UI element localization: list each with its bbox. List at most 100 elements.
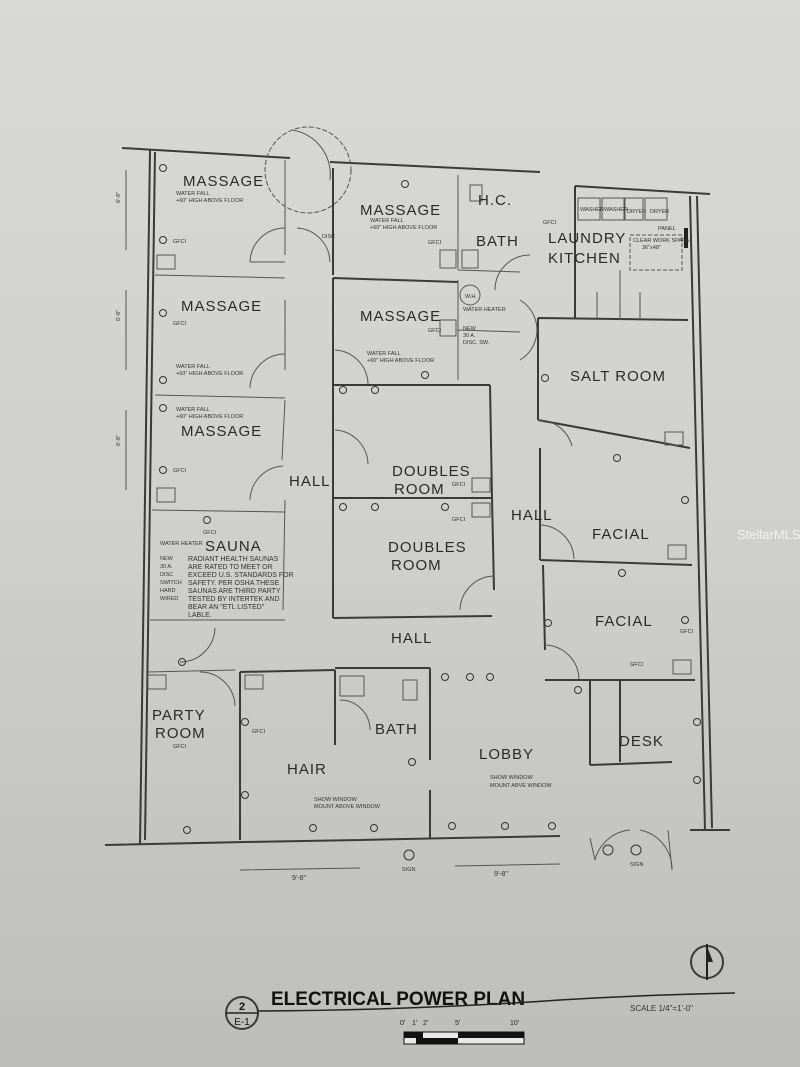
note: WATER HEATER	[160, 541, 203, 547]
room-label: MASSAGE	[183, 173, 264, 190]
scale-tick: 5'	[455, 1020, 460, 1027]
dimension-label: 6'-8"	[116, 310, 122, 321]
room-label: DOUBLES	[388, 539, 467, 556]
outlets	[159, 164, 701, 861]
note: GFCI	[452, 482, 466, 488]
room-label: ROOM	[391, 557, 442, 574]
note: +60" HIGH ABOVE FLOOR	[176, 198, 243, 204]
outlet-icon	[159, 376, 167, 384]
dimension-label: 6'-8"	[116, 192, 122, 203]
room-label: SAUNA	[205, 538, 262, 555]
note: 30 A.	[463, 333, 476, 339]
note: BEAR AN "ETL LISTED"	[188, 604, 265, 611]
room-label: DOUBLES	[392, 463, 471, 480]
outlet-icon	[241, 718, 249, 726]
room-label: LOBBY	[479, 746, 534, 763]
outlet-icon	[339, 503, 347, 511]
note: GFCI	[428, 328, 442, 334]
room-label: HAIR	[287, 761, 327, 778]
fixtures	[147, 184, 692, 701]
outlet-icon	[421, 371, 429, 379]
room-label: MASSAGE	[181, 298, 262, 315]
note: W.H.	[465, 294, 477, 300]
note: EXCEED U.S. STANDARDS FOR	[188, 572, 294, 579]
outlet-icon	[159, 466, 167, 474]
note: GFCI	[252, 729, 266, 735]
outlet-icon	[408, 758, 416, 766]
outlet-icon	[441, 673, 449, 681]
note: GFCI	[428, 240, 442, 246]
outlet-icon	[501, 822, 509, 830]
outlet-icon	[466, 673, 474, 681]
note: SIGN	[402, 867, 415, 873]
outlet-icon	[159, 164, 167, 172]
room-label: FACIAL	[592, 526, 650, 543]
note: WASHER	[580, 207, 604, 213]
note: ARE RATED TO MEET OR	[188, 564, 273, 571]
note: GFCI	[173, 321, 187, 327]
note: GFCI	[543, 220, 557, 226]
note: SAFETY. PER OSHA THESE	[188, 580, 279, 587]
outlet-icon	[448, 822, 456, 830]
dimension-label: 6'-8"	[116, 435, 122, 446]
outlet-icon	[370, 824, 378, 832]
room-label: ROOM	[155, 725, 206, 742]
note: DRYER	[627, 209, 646, 215]
outlet-icon	[178, 658, 186, 666]
note: +60" HIGH ABOVE FLOOR	[370, 225, 437, 231]
outlet-icon	[693, 718, 701, 726]
note: MOUNT ABVE WINDOW	[490, 783, 552, 789]
note: WATER FALL	[367, 351, 401, 357]
note: SAUNAS ARE THIRD PARTY	[188, 588, 281, 595]
outlet-icon	[618, 569, 626, 577]
room-label: HALL	[289, 473, 331, 490]
room-label: HALL	[391, 630, 433, 647]
outlet-icon	[159, 309, 167, 317]
notes: WATER FALL +60" HIGH ABOVE FLOOR WATER F…	[160, 191, 694, 873]
outlet-icon	[681, 496, 689, 504]
note: 36"x48"	[642, 245, 661, 251]
sign-outlet-icon	[630, 844, 642, 856]
room-label: BATH	[476, 233, 519, 250]
scale-tick: 1'	[412, 1020, 417, 1027]
room-label: KITCHEN	[548, 250, 621, 267]
walls	[104, 147, 730, 871]
room-label: LAUNDRY	[548, 230, 626, 247]
room-label: MASSAGE	[181, 423, 262, 440]
outlet-icon	[339, 386, 347, 394]
room-label: BATH	[375, 721, 418, 738]
note: WATER FALL	[176, 407, 210, 413]
dimensions: 6'-8" 6'-8" 6'-8" 9'-8" 9'-8"	[116, 170, 561, 882]
note: HARD	[160, 588, 176, 594]
note: RADIANT HEALTH SAUNAS	[188, 556, 279, 563]
note: WATER HEATER	[463, 307, 506, 313]
note: SIGN	[630, 862, 643, 868]
note: DISC. SW.	[463, 340, 490, 346]
room-label: SALT ROOM	[570, 368, 666, 385]
note: +60" HIGH ABOVE FLOOR	[367, 358, 434, 364]
note: CLEAR WORK SPACE	[633, 238, 690, 244]
note: SHOW WINDOW	[314, 797, 358, 803]
drawing-title: ELECTRICAL POWER PLAN	[271, 989, 525, 1010]
title-block: 2 E-1 ELECTRICAL POWER PLAN SCALE 1/4"=1…	[225, 989, 736, 1045]
note: DISC	[322, 234, 335, 240]
outlet-icon	[241, 791, 249, 799]
outlet-icon	[681, 616, 689, 624]
outlet-icon	[541, 374, 549, 382]
outlet-icon	[159, 236, 167, 244]
note: GFCI	[630, 662, 644, 668]
note: WATER FALL	[176, 364, 210, 370]
note: GFCI	[173, 239, 187, 245]
room-label: DESK	[619, 733, 664, 750]
room-label: ROOM	[394, 481, 445, 498]
note: +60" HIGH ABOVE FLOOR	[176, 371, 243, 377]
note: WATER FALL	[176, 191, 210, 197]
outlet-icon	[371, 503, 379, 511]
note: NEW	[463, 326, 477, 332]
note: DISC	[160, 572, 173, 578]
water-heater-symbol	[459, 284, 481, 306]
note: GFCI	[203, 530, 217, 536]
note: SHOW WINDOW	[490, 775, 534, 781]
room-label: HALL	[511, 507, 553, 524]
